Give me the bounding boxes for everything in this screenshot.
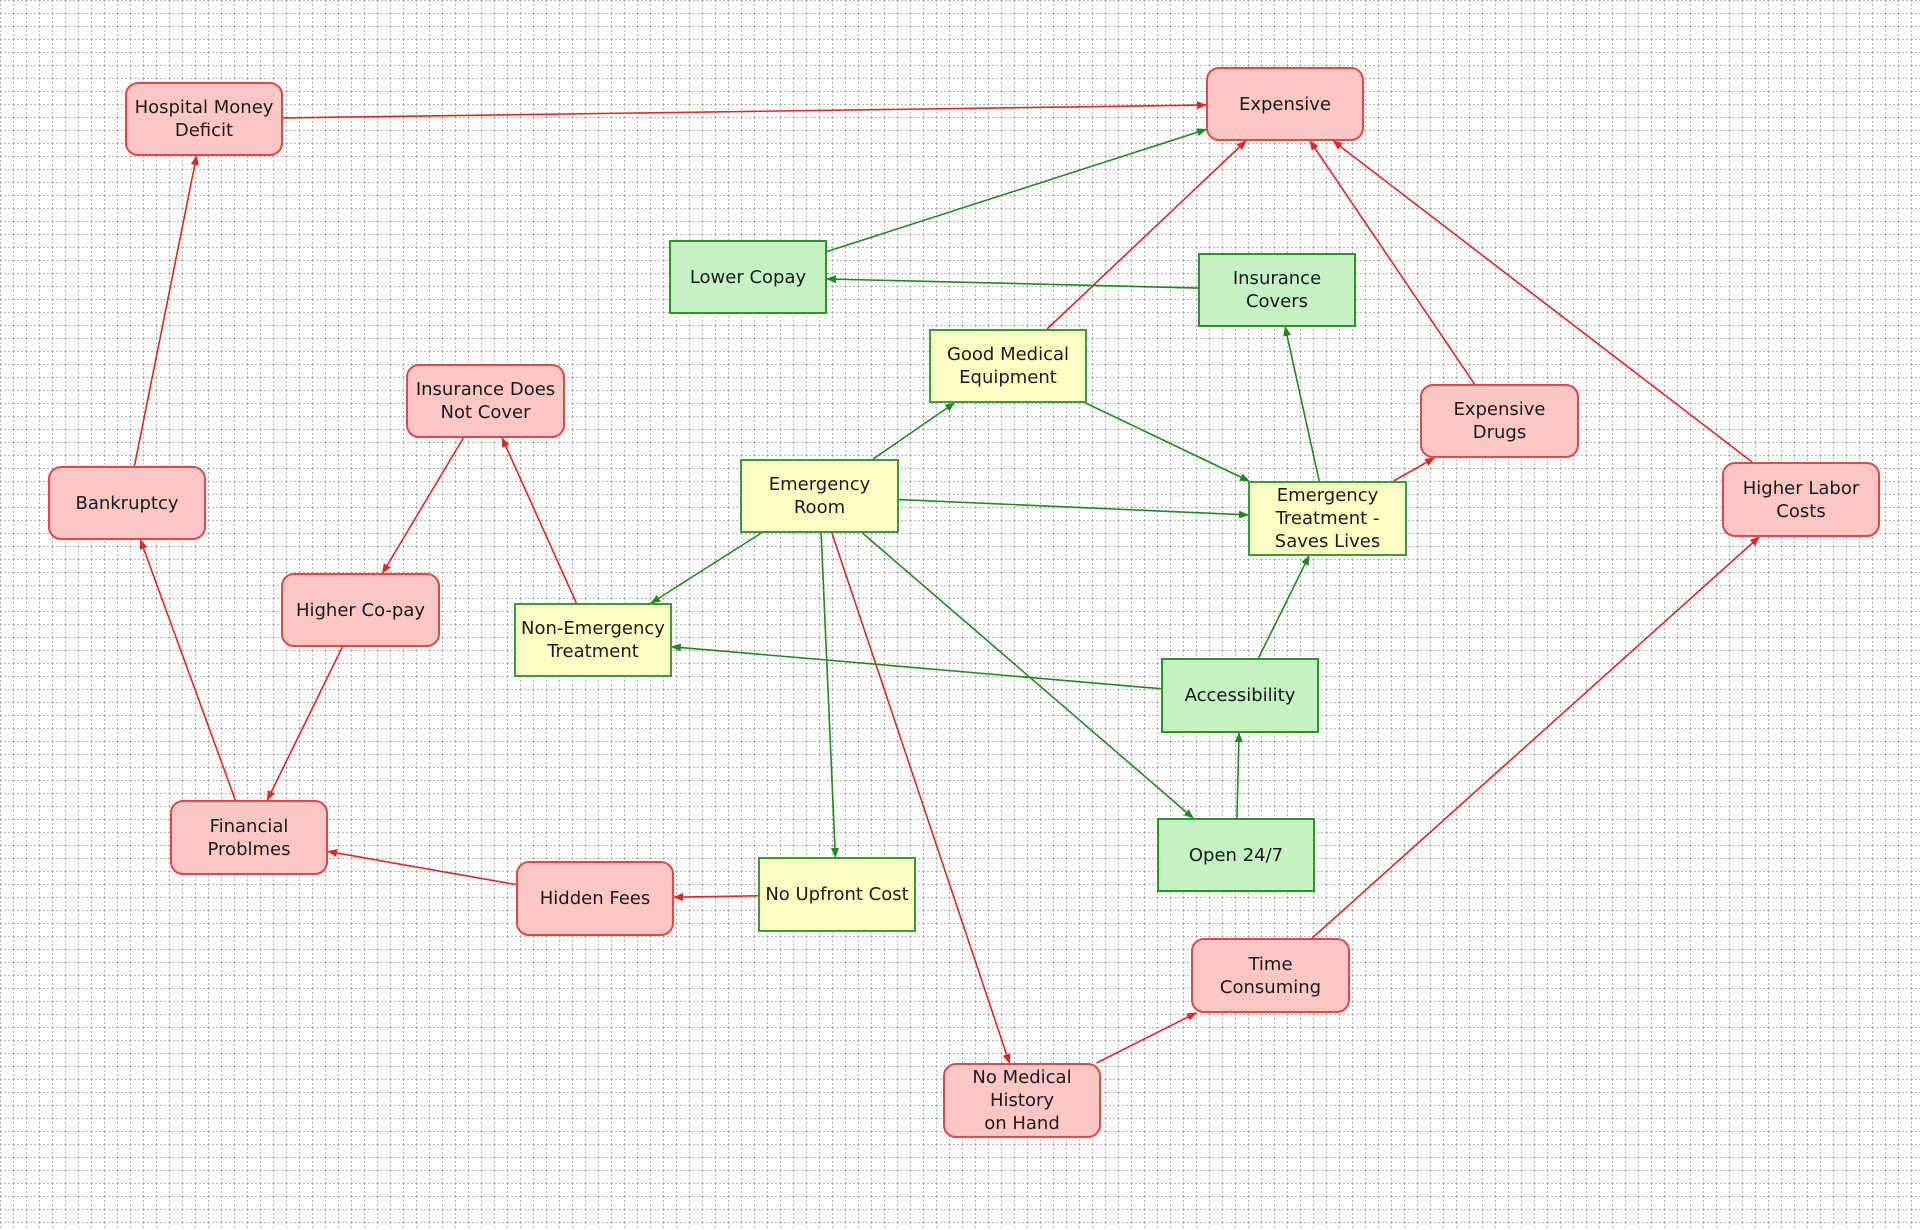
link-expensive-drugs-to-expensive[interactable] bbox=[1309, 140, 1476, 385]
link-insurance-does-not-cover-to-higher-copay[interactable] bbox=[381, 437, 465, 574]
node-no-medical-history[interactable]: No Medical History on Hand bbox=[943, 1063, 1101, 1138]
link-time-consuming-to-higher-labor-costs[interactable] bbox=[1311, 536, 1760, 939]
node-insurance-covers[interactable]: Insurance Covers bbox=[1198, 253, 1356, 327]
link-emergency-room-to-non-emergency-treatment[interactable] bbox=[650, 532, 762, 604]
link-higher-copay-to-financial-problems[interactable] bbox=[266, 646, 344, 801]
node-insurance-does-not-cover[interactable]: Insurance Does Not Cover bbox=[406, 364, 565, 438]
node-emergency-treatment[interactable]: Emergency Treatment - Saves Lives bbox=[1248, 481, 1407, 556]
node-emergency-room[interactable]: Emergency Room bbox=[740, 459, 899, 533]
link-bankruptcy-to-hospital-money-deficit[interactable] bbox=[133, 155, 199, 467]
link-emergency-room-to-no-upfront-cost[interactable] bbox=[820, 532, 839, 858]
node-hospital-money-deficit[interactable]: Hospital Money Deficit bbox=[125, 82, 283, 156]
node-time-consuming[interactable]: Time Consuming bbox=[1191, 938, 1350, 1013]
link-emergency-treatment-to-insurance-covers[interactable] bbox=[1283, 326, 1320, 482]
link-emergency-treatment-to-expensive-drugs[interactable] bbox=[1393, 457, 1436, 482]
node-expensive[interactable]: Expensive bbox=[1206, 67, 1364, 141]
link-financial-problems-to-bankruptcy[interactable] bbox=[139, 539, 237, 801]
link-insurance-covers-to-lower-copay[interactable] bbox=[826, 275, 1199, 289]
link-lower-copay-to-expensive[interactable] bbox=[826, 128, 1207, 253]
node-accessibility[interactable]: Accessibility bbox=[1161, 658, 1319, 733]
link-hidden-fees-to-financial-problems[interactable] bbox=[327, 849, 517, 886]
link-accessibility-to-emergency-treatment[interactable] bbox=[1257, 555, 1310, 659]
node-non-emergency-treatment[interactable]: Non-Emergency Treatment bbox=[514, 603, 672, 677]
link-emergency-room-to-open-24-7[interactable] bbox=[861, 532, 1194, 819]
link-no-upfront-cost-to-hidden-fees[interactable] bbox=[673, 893, 759, 902]
node-no-upfront-cost[interactable]: No Upfront Cost bbox=[758, 857, 916, 932]
link-emergency-room-to-emergency-treatment[interactable] bbox=[898, 498, 1249, 519]
link-good-medical-equipment-to-expensive[interactable] bbox=[1046, 140, 1247, 330]
node-higher-copay[interactable]: Higher Co-pay bbox=[281, 573, 440, 647]
link-higher-labor-costs-to-expensive[interactable] bbox=[1332, 140, 1753, 463]
link-good-medical-equipment-to-emergency-treatment[interactable] bbox=[1085, 402, 1250, 482]
node-bankruptcy[interactable]: Bankruptcy bbox=[48, 466, 206, 540]
link-non-emergency-treatment-to-insurance-does-not-cover[interactable] bbox=[501, 437, 578, 604]
node-lower-copay[interactable]: Lower Copay bbox=[669, 240, 827, 314]
link-emergency-room-to-no-medical-history[interactable] bbox=[831, 532, 1011, 1064]
node-financial-problems[interactable]: Financial Problmes bbox=[170, 800, 328, 875]
node-good-medical-equipment[interactable]: Good Medical Equipment bbox=[929, 329, 1087, 403]
link-emergency-room-to-good-medical-equipment[interactable] bbox=[872, 402, 956, 460]
link-open-24-7-to-accessibility[interactable] bbox=[1234, 732, 1243, 819]
node-expensive-drugs[interactable]: Expensive Drugs bbox=[1420, 384, 1579, 458]
link-accessibility-to-non-emergency-treatment[interactable] bbox=[671, 643, 1162, 690]
link-hospital-money-deficit-to-expensive[interactable] bbox=[282, 101, 1207, 119]
node-higher-labor-costs[interactable]: Higher Labor Costs bbox=[1722, 462, 1880, 537]
node-open-24-7[interactable]: Open 24/7 bbox=[1157, 818, 1315, 892]
node-hidden-fees[interactable]: Hidden Fees bbox=[516, 861, 674, 936]
link-no-medical-history-to-time-consuming[interactable] bbox=[1096, 1012, 1197, 1064]
